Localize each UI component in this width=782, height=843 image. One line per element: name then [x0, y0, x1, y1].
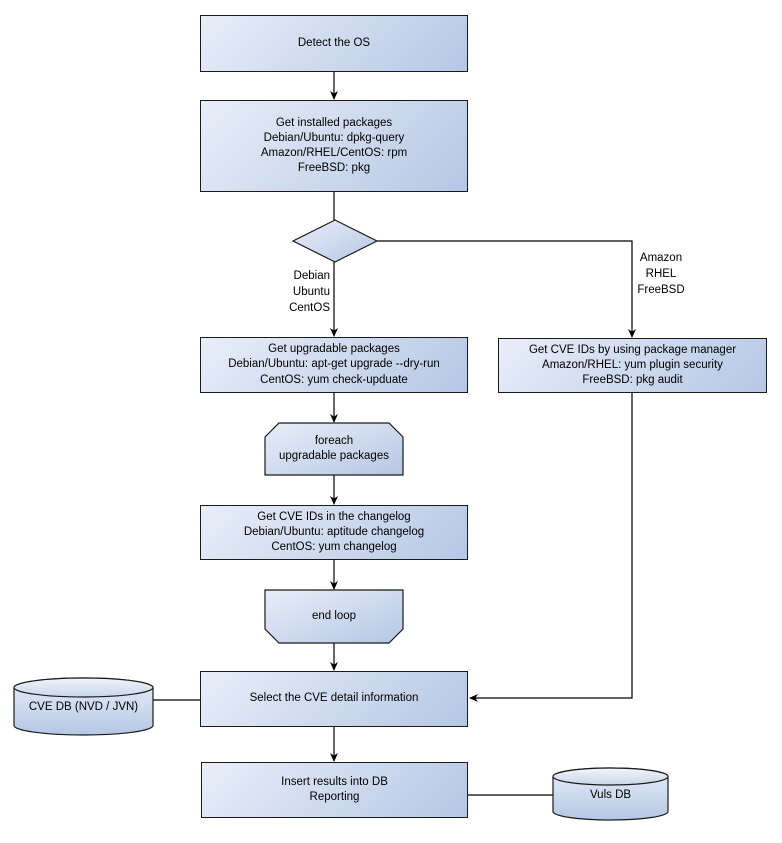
node-get-cve-ids-package-manager: Get CVE IDs by using package manager Ama… [498, 338, 767, 393]
node-insert-results-reporting: Insert results into DB Reporting [201, 762, 468, 818]
vuls-db-cylinder-lid [552, 767, 669, 786]
foreach-loop-shape [264, 422, 404, 476]
node-get-installed-packages: Get installed packages Debian/Ubuntu: dp… [200, 100, 468, 192]
decision-diamond [291, 219, 379, 263]
node-get-upgradable-packages: Get upgradable packages Debian/Ubuntu: a… [200, 337, 468, 393]
connector-pkg-mgr-to-select [469, 393, 633, 702]
branch-label-amazon-rhel-freebsd: Amazon RHEL FreeBSD [637, 252, 685, 296]
node-detect-os: Detect the OS [200, 15, 468, 72]
node-get-cve-ids-changelog: Get CVE IDs in the changelog Debian/Ubun… [200, 505, 468, 560]
cve-db-cylinder-lid [13, 677, 154, 698]
end-loop-shape [264, 589, 404, 644]
node-select-cve-detail: Select the CVE detail information [200, 671, 468, 727]
connector-decision-to-pkg-mgr [377, 240, 636, 338]
branch-label-debian-ubuntu-centos: Debian Ubuntu CentOS [289, 270, 330, 314]
